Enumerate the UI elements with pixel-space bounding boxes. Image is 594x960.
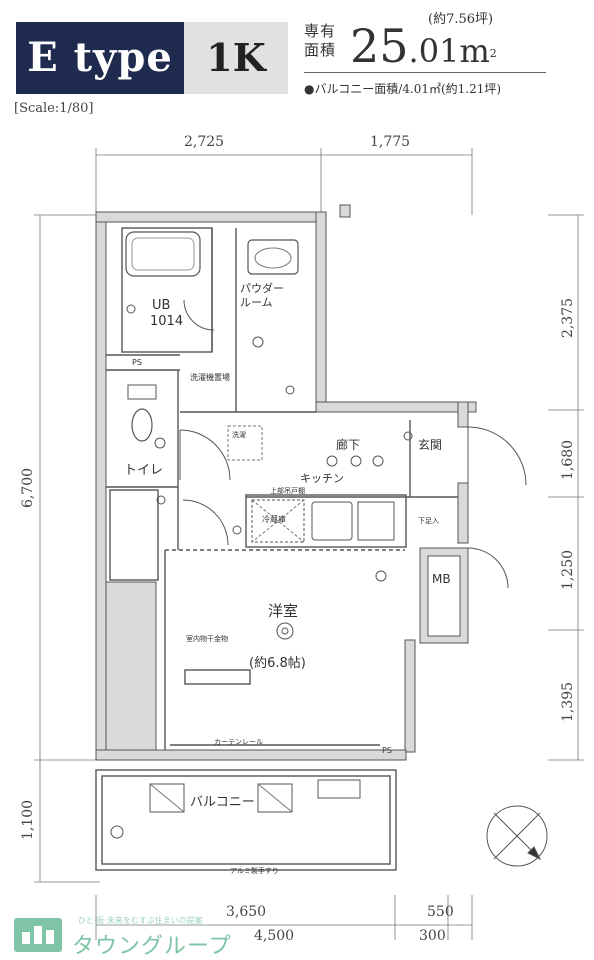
walls xyxy=(95,204,477,761)
outdoor-unit xyxy=(317,779,361,799)
fixture-symbols xyxy=(126,304,413,640)
partitions xyxy=(95,227,458,871)
dim-left-2: 1,100 xyxy=(20,799,37,841)
wash-basin xyxy=(247,239,299,275)
room-balcony: バルコニー xyxy=(190,795,255,810)
dim-right-1: 2,375 xyxy=(560,297,577,339)
bathtub-inner xyxy=(131,237,195,271)
logo-mark xyxy=(14,918,62,952)
label-fridge: 冷蔵庫 xyxy=(262,515,286,524)
label-ps-top: PS xyxy=(132,358,142,367)
room-mb: MB xyxy=(432,572,451,586)
room-ub: UB xyxy=(152,298,171,313)
area-unit-sup: 2 xyxy=(489,47,497,60)
label-ps-bottom: PS xyxy=(382,746,392,755)
ac-unit-2 xyxy=(257,783,293,813)
area-unit: m xyxy=(459,32,490,70)
top-dimension-lines xyxy=(95,148,473,215)
area-value: 25.01m2 xyxy=(350,14,497,83)
toilet-bowl xyxy=(131,408,153,442)
left-dimension-lines xyxy=(34,214,100,883)
area-dec: .01 xyxy=(408,32,460,70)
dim-top-left: 2,725 xyxy=(184,134,225,150)
north-compass xyxy=(486,805,548,867)
dim-bottom-2: 550 xyxy=(427,904,454,920)
label-shoes: 下足入 xyxy=(418,517,439,525)
label-top-cabinet: 上部吊戸棚 xyxy=(270,487,305,495)
bottom-dimension-lines xyxy=(95,895,473,940)
stove xyxy=(357,501,395,541)
room-toilet: トイレ xyxy=(124,463,164,478)
label-hand-rail: アルミ製手すり xyxy=(230,867,279,875)
label-laundry: 洗濯機置場 xyxy=(190,373,230,382)
dim-right-4: 1,395 xyxy=(560,681,577,723)
kitchen-sink xyxy=(311,501,353,541)
area-label: 専有面積 xyxy=(304,22,337,59)
layout-kind-badge: 1K xyxy=(184,22,288,94)
fridge-space xyxy=(251,499,305,543)
logo-name: タウングループ xyxy=(72,934,232,959)
dim-top-right: 1,775 xyxy=(370,134,411,150)
room-entrance: 玄関 xyxy=(418,438,443,452)
dim-bottom-3: 300 xyxy=(419,928,446,944)
logo-tagline: ひと·街·未来をむすぶ住まいの提案 xyxy=(78,916,203,925)
type-badge: E type xyxy=(16,22,184,94)
scale-label: [Scale:1/80] xyxy=(14,101,94,116)
room-powder: パウダー ルーム xyxy=(240,282,284,309)
door-swings xyxy=(179,299,527,589)
dim-left-1: 6,700 xyxy=(20,467,37,509)
area-tsubo: (約7.56坪) xyxy=(428,12,494,27)
label-curtain-rail: カーテンレール xyxy=(214,738,263,746)
dim-bottom-1: 3,650 xyxy=(226,904,267,920)
laundry-space xyxy=(227,425,263,461)
room-corridor: 廊下 xyxy=(336,438,361,452)
room-ub-size: 1014 xyxy=(150,314,184,329)
balcony-area-note: ●バルコニー面積/4.01㎡(約1.21坪) xyxy=(304,82,502,96)
label-indoor-dryer: 室内物干金物 xyxy=(186,635,228,643)
basin-bowl xyxy=(254,247,292,269)
room-western: 洋室 xyxy=(268,602,299,620)
area-int: 25 xyxy=(350,19,409,73)
drain-icon xyxy=(110,825,124,839)
dim-right-3: 1,250 xyxy=(560,549,577,591)
room-kitchen: キッチン xyxy=(300,472,344,485)
label-wash: 洗濯 xyxy=(232,431,246,439)
mb-inner xyxy=(427,555,461,637)
dim-bottom-4: 4,500 xyxy=(254,928,295,944)
bathtub xyxy=(125,231,201,277)
toilet-tank xyxy=(127,384,157,400)
header-divider xyxy=(304,72,546,73)
ac-unit-1 xyxy=(149,783,185,813)
room-western-size: (約6.8帖) xyxy=(249,656,306,671)
dim-right-2: 1,680 xyxy=(560,439,577,481)
right-dimension-lines xyxy=(548,214,584,761)
